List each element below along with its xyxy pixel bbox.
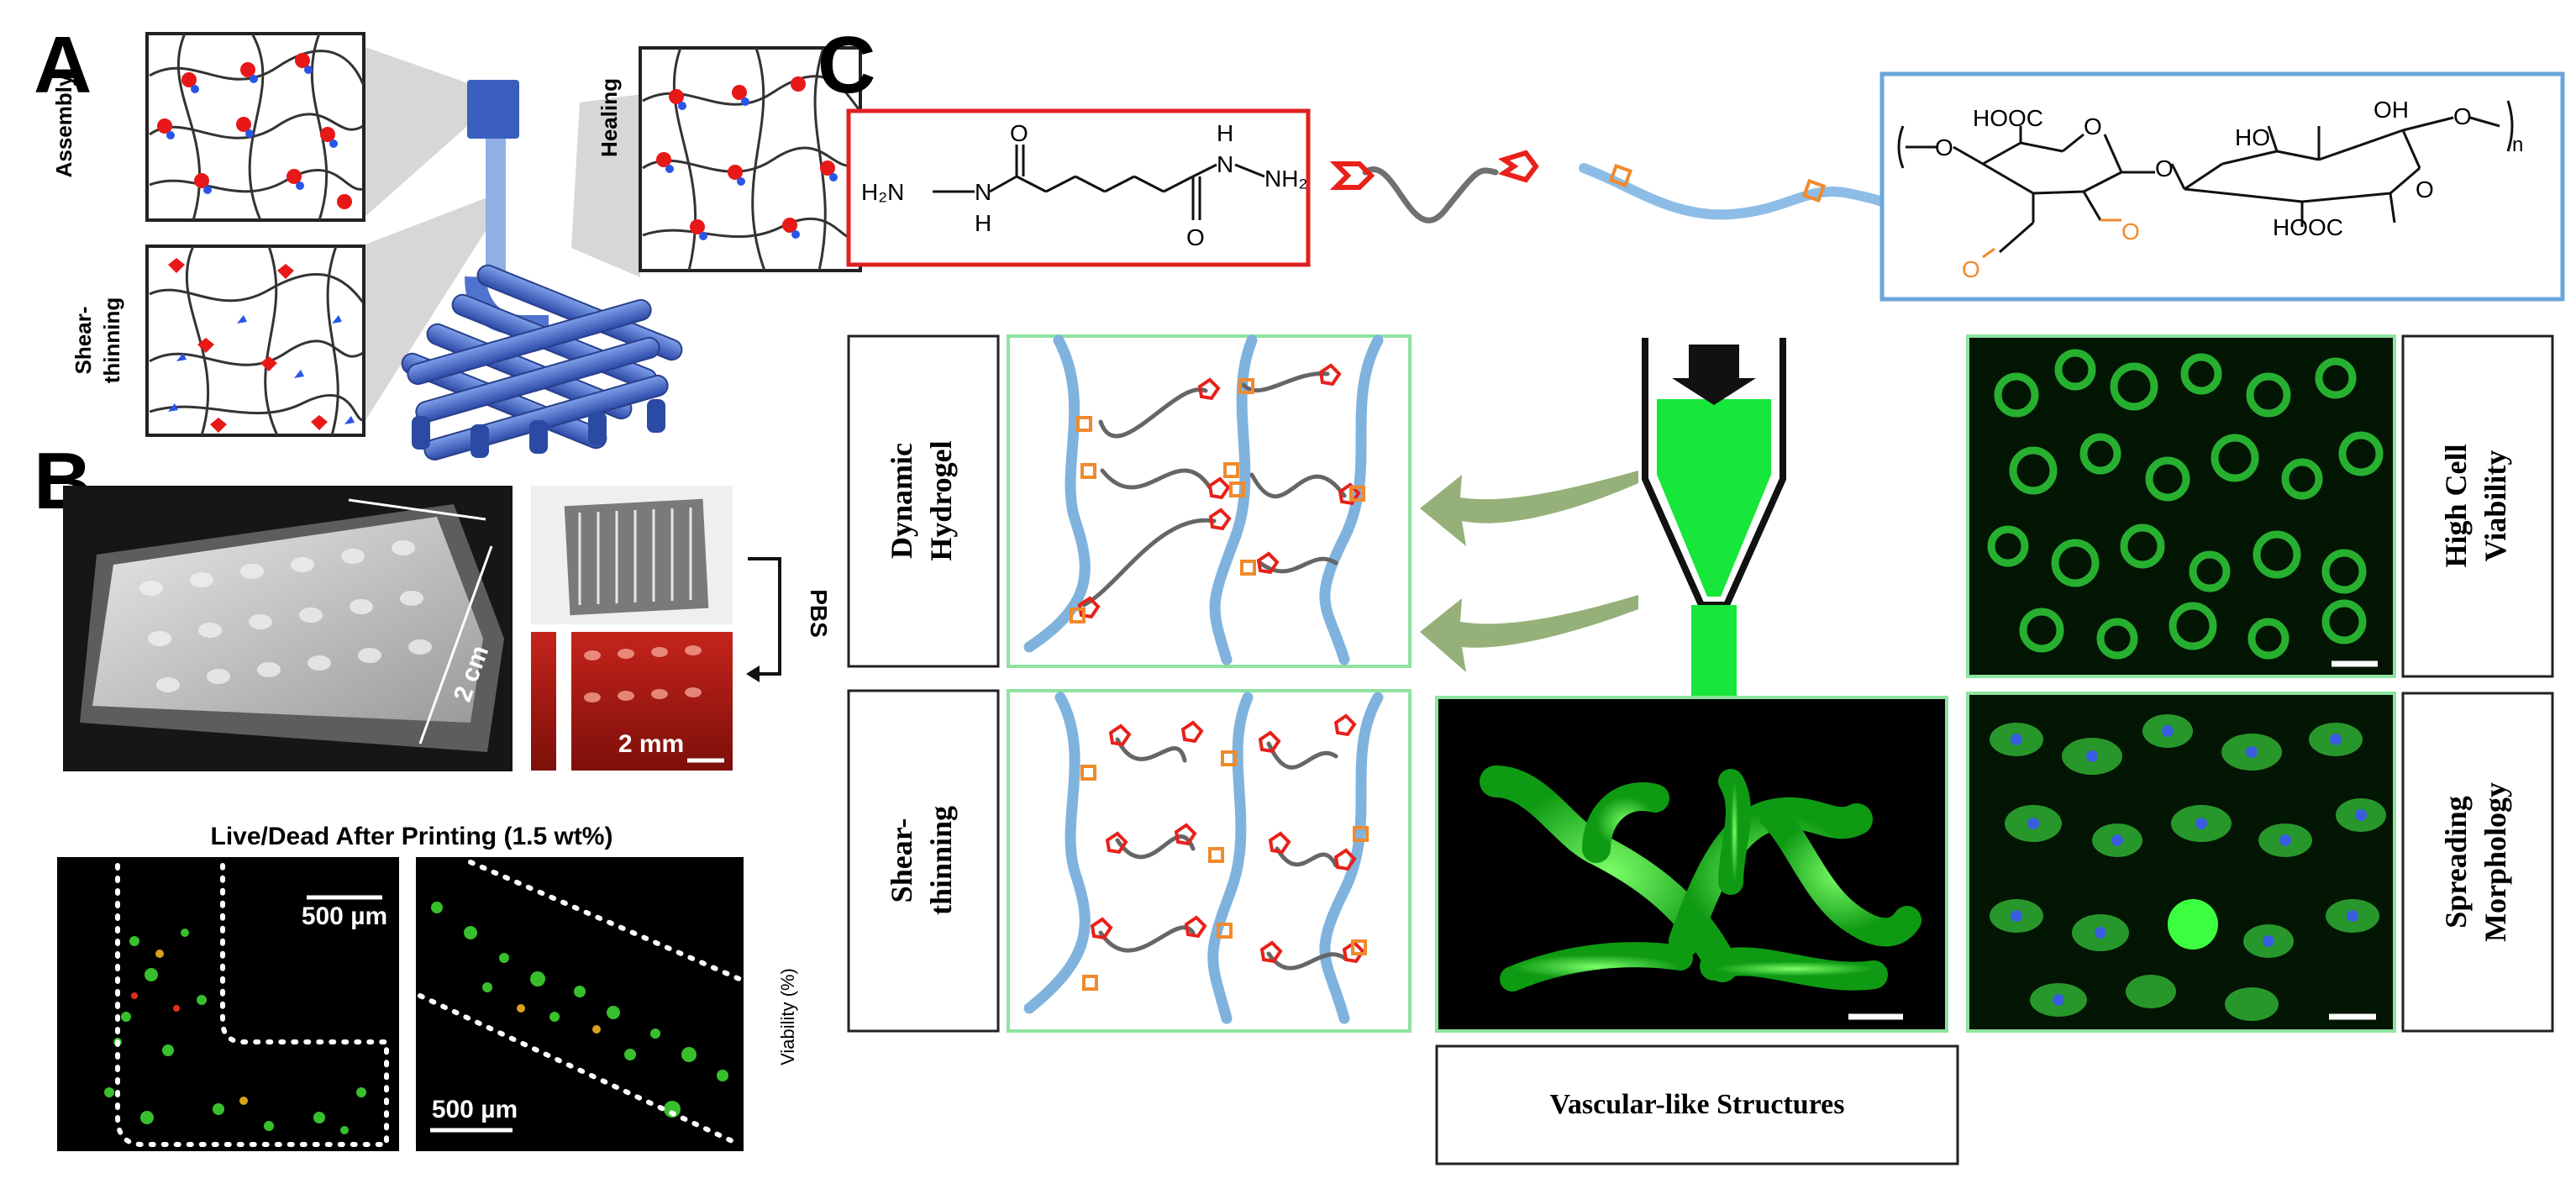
assembly-links (157, 53, 352, 209)
viability-cells (1987, 349, 2384, 660)
high-viability-label-box (2401, 334, 2554, 678)
adh-o-bottom: O (1186, 224, 1205, 250)
left-print-outline (115, 863, 389, 1147)
assembly-label: Assembly (51, 74, 76, 177)
alg-o-ring-1: O (2084, 113, 2102, 139)
spread-label-2: Morphology (2479, 782, 2512, 942)
shear-label-c-1: Shear- (885, 818, 918, 903)
alg-hooc-1: HOOC (1973, 105, 2043, 131)
scale-label-2mm: 2 mm (618, 730, 684, 758)
live-dead-title: Live/Dead After Printing (1.5 wt%) (211, 823, 613, 850)
swollen-highlights (584, 645, 702, 702)
live-dead-right-image (416, 857, 744, 1151)
panel-c-letter: C (817, 20, 875, 110)
alg-o-left: O (1935, 134, 1953, 160)
pbs-arrowhead (746, 666, 760, 682)
assembly-network (149, 33, 365, 221)
shear-beam (363, 192, 504, 424)
adh-skeleton (933, 145, 1265, 220)
live-dead-left-image (57, 857, 399, 1151)
dynamic-label-2: Hydrogel (924, 440, 958, 560)
alg-oh: OH (2374, 97, 2409, 123)
scale-label-500-left: 500 µm (302, 902, 387, 930)
green-arrow-lower (1420, 595, 1638, 672)
vascular-label: Vascular-like Structures (1549, 1089, 1844, 1120)
live-dead-right-cells (431, 902, 728, 1118)
pbs-bracket (748, 557, 781, 676)
pbs-label: PBS (806, 589, 832, 638)
adh-n-left: N (975, 179, 991, 205)
small-scaffold-grid (578, 508, 692, 605)
adh-formula-box (846, 108, 1311, 267)
panel-c: C H₂N N H O O H N NH₂ (817, 20, 2565, 1165)
spreading-label-box (2401, 692, 2554, 1033)
alg-n: n (2512, 134, 2523, 156)
shear-thinning-scheme (1023, 692, 1384, 1024)
shear-label-a-2: thinning (99, 297, 124, 384)
viability-axis-label: Viability (%) (777, 968, 798, 1065)
alginate-formula-box (1879, 71, 2565, 302)
adh-h-right: H (1217, 120, 1233, 146)
alg-hooc-2: HOOC (2273, 214, 2343, 240)
alg-aldehyde-o-2: O (2121, 218, 2140, 245)
assembly-beam (363, 46, 494, 218)
panel-b: B 2 cm (34, 436, 832, 1151)
alginate-skeleton (1897, 100, 2514, 259)
green-arrow-upper (1420, 471, 1638, 546)
right-print-edge-top (468, 860, 742, 981)
shear-thinning-label-box (847, 689, 1000, 1033)
right-print-edge-bottom (418, 993, 742, 1147)
alg-o-link: O (2155, 155, 2174, 182)
healing-links (656, 76, 838, 240)
adh-cartoon (1329, 150, 1539, 224)
spread-label-1: Spreading (2439, 796, 2473, 928)
alg-aldehyde-o-1: O (1962, 256, 1980, 282)
spreading-cells (1990, 714, 2386, 1021)
dynamic-hydrogel-label-box (847, 334, 1000, 668)
healing-beam (571, 94, 642, 277)
vascular-structure (1480, 765, 1921, 992)
alg-ho: HO (2235, 124, 2270, 150)
alg-o-end: O (2453, 103, 2472, 129)
alginate-cartoon (1579, 163, 1904, 220)
shear-label-a-1: Shear- (71, 307, 96, 375)
dynamic-hydrogel-scheme (1023, 334, 1384, 666)
adh-nh2: NH₂ (1264, 166, 1307, 192)
swollen-strip-photo (531, 632, 556, 771)
printed-scaffold (401, 264, 683, 461)
shear-label-c-2: thinning (924, 806, 958, 915)
dynamic-label-1: Dynamic (885, 443, 918, 559)
vascular-label-box (1435, 1044, 1959, 1165)
scale-label-500-right: 500 µm (432, 1096, 518, 1123)
panel-a: A Assembly (34, 20, 862, 461)
high-label-2: Viability (2479, 450, 2512, 562)
panel-a-letter: A (34, 20, 92, 110)
alg-o-ring-2: O (2416, 176, 2434, 203)
adh-o-top: O (1010, 120, 1028, 146)
healing-label: Healing (597, 78, 622, 157)
adh-h2n: H₂N (861, 179, 904, 205)
high-label-1: High Cell (2439, 444, 2473, 567)
adh-h-left: H (975, 210, 991, 236)
shear-links-a (168, 258, 355, 433)
shear-network-a (149, 245, 365, 436)
adh-n-right: N (1217, 151, 1233, 177)
scaffold-photo-content (80, 498, 504, 752)
live-dead-left-cells (104, 929, 366, 1134)
